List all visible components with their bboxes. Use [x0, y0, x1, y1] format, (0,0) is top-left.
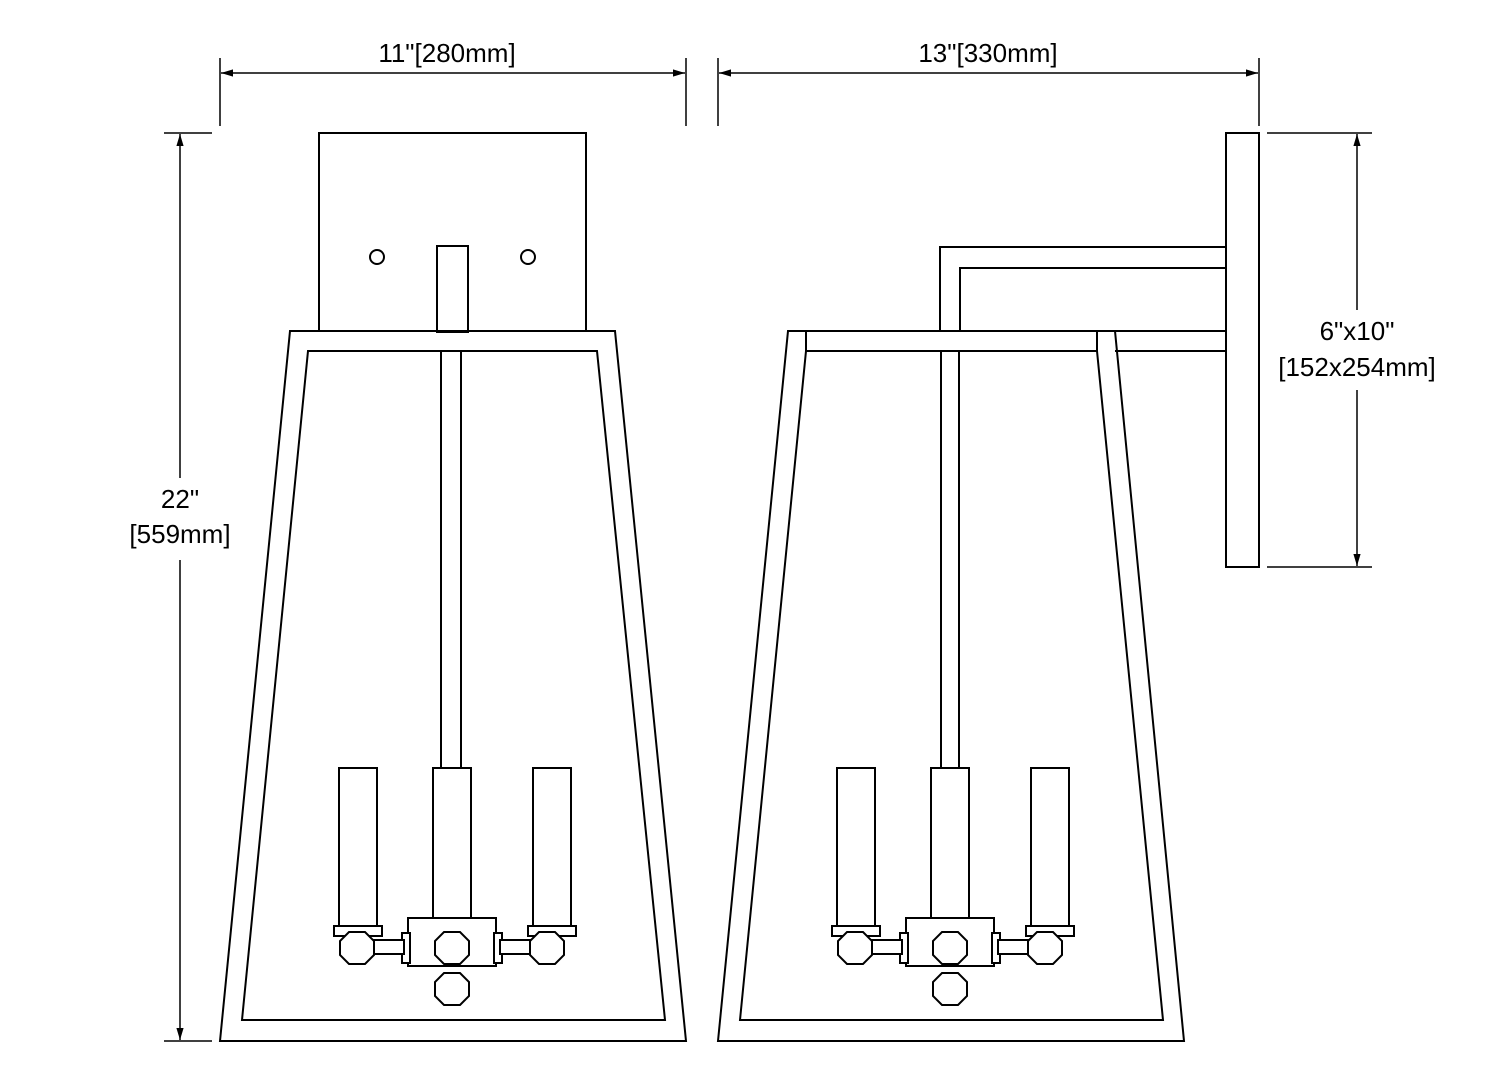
- backplate-dimension: 6"x10" [152x254mm]: [1267, 132, 1436, 568]
- front-center-rod: [440, 350, 462, 772]
- front-view: [218, 132, 688, 1042]
- height-label-mm: [559mm]: [129, 519, 230, 549]
- side-view: [716, 132, 1260, 1042]
- front-width-dimension: 11"[280mm]: [219, 38, 687, 126]
- side-lantern-glass: [738, 350, 1165, 1021]
- front-width-label: 11"[280mm]: [378, 38, 515, 68]
- height-label-inches: 22": [161, 484, 199, 514]
- side-candle-cluster: [831, 767, 1075, 1006]
- side-width-label: 13"[330mm]: [918, 38, 1057, 68]
- side-backplate: [1225, 132, 1260, 568]
- backplate-label-mm: [152x254mm]: [1278, 352, 1436, 382]
- front-backplate: [318, 132, 587, 332]
- front-lantern-frame: [218, 330, 688, 1042]
- mount-screw-icon: [369, 249, 385, 265]
- mount-screw-icon: [520, 249, 536, 265]
- side-width-dimension: 13"[330mm]: [717, 38, 1260, 126]
- side-arm-outer: [939, 246, 1226, 331]
- front-mount-bar: [436, 245, 469, 333]
- side-lantern-frame: [716, 330, 1186, 1042]
- side-center-rod: [940, 350, 960, 772]
- backplate-label-inches: 6"x10": [1320, 316, 1395, 346]
- front-candle-cluster: [333, 767, 577, 1006]
- height-dimension: 22" [559mm]: [129, 132, 231, 1042]
- side-arm-inner: [959, 267, 1226, 331]
